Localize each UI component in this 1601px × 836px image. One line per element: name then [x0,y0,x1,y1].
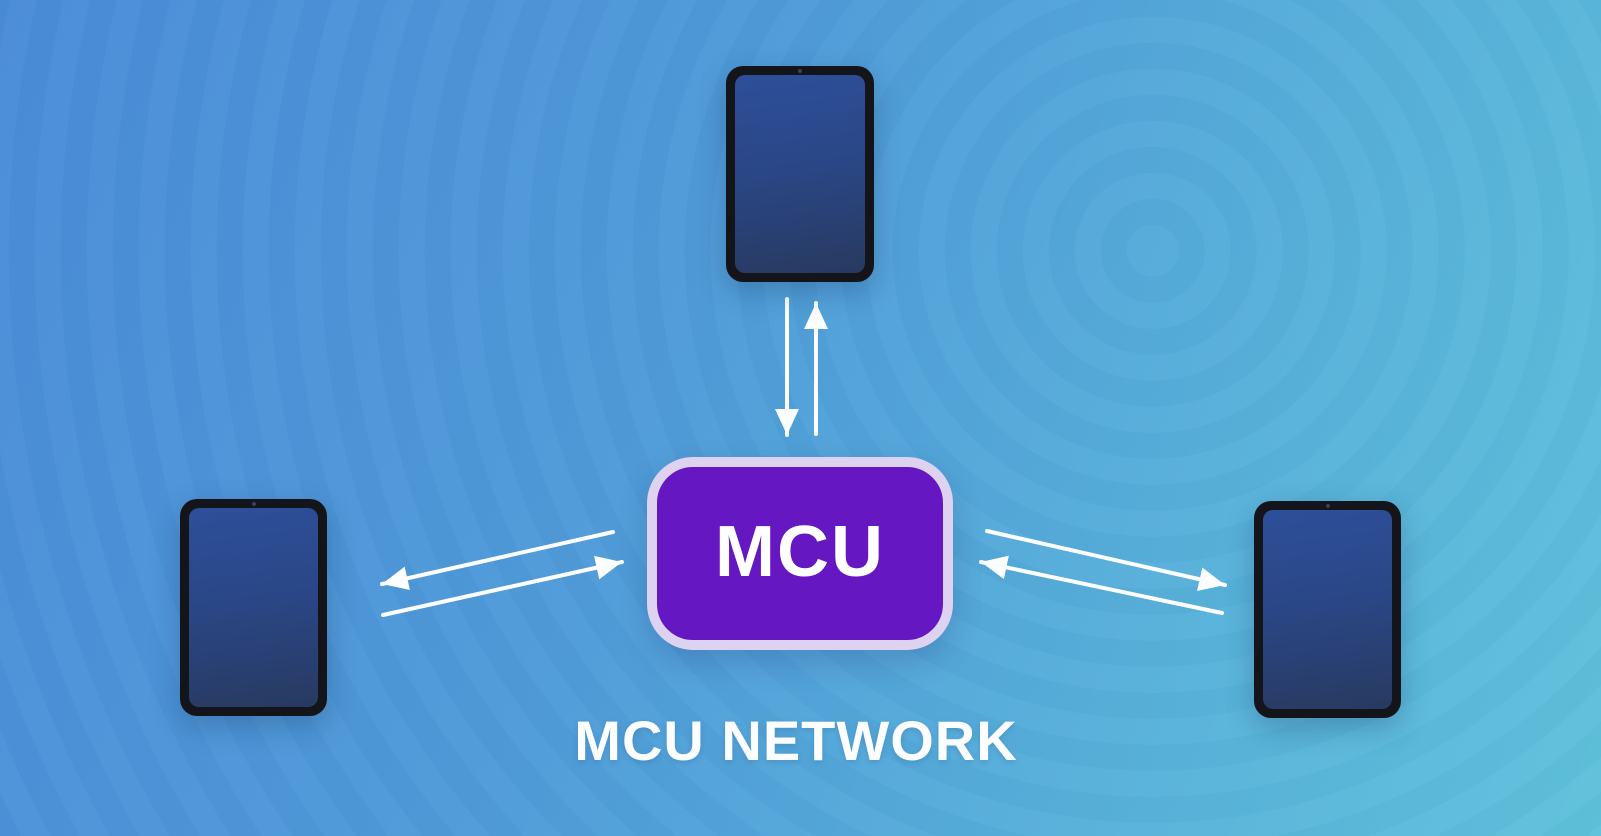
mcu-hub-node: MCU [647,457,953,650]
tablet-screen [1263,510,1392,709]
camera-dot-icon [798,69,802,73]
arrow-right-device-to-hub [979,555,1224,615]
arrow-left-device-to-hub [381,555,624,617]
arrow-hub-to-left-device [380,530,615,590]
tablet-screen [189,508,318,707]
device-tablet-top [726,66,874,282]
arrow-hub-to-right-device [985,529,1227,591]
device-tablet-right [1254,501,1401,718]
camera-dot-icon [251,502,256,506]
camera-dot-icon [1325,504,1330,508]
mcu-hub-label: MCU [715,511,885,592]
tablet-screen [735,75,865,273]
device-tablet-left [180,499,327,716]
diagram-title: MCU NETWORK [574,709,1018,772]
